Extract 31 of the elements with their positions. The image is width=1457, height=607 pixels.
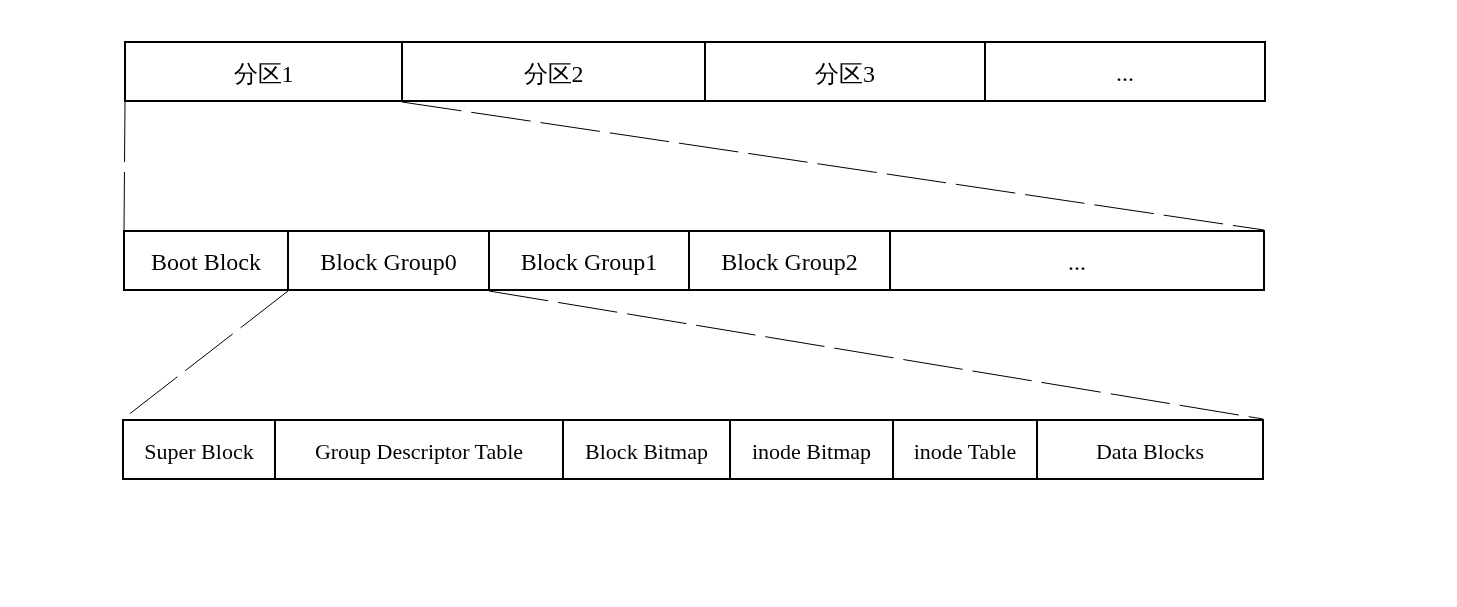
- segment-label: Block Group0: [320, 249, 457, 276]
- segment-cell: [274, 419, 564, 480]
- segment-cell: [122, 419, 276, 480]
- segment-cell: [1036, 419, 1264, 480]
- segment-label: 分区3: [815, 59, 875, 89]
- segment-cell: [984, 41, 1266, 102]
- segment-label: inode Table: [913, 438, 1017, 465]
- segment-cell: [124, 41, 403, 102]
- segment-cell: [704, 41, 986, 102]
- segment-label: Super Block: [144, 438, 254, 465]
- segment-label: Boot Block: [151, 249, 261, 276]
- segment-cell: [889, 230, 1265, 291]
- segment-label: ...: [1068, 249, 1086, 276]
- segment-label: inode Bitmap: [751, 438, 872, 465]
- segment-label: 分区2: [523, 59, 584, 89]
- segment-cell: [123, 230, 289, 291]
- dashed-connector: [123, 101, 126, 231]
- segment-label: Group Descriptor Table: [314, 438, 524, 465]
- segment-label: Block Group2: [721, 249, 858, 276]
- segment-cell: [688, 230, 891, 291]
- segment-cell: [488, 230, 690, 291]
- segment-cell: [729, 419, 894, 480]
- segment-cell: [562, 419, 731, 480]
- segment-cell: [401, 41, 706, 102]
- segment-cell: [287, 230, 490, 291]
- segment-label: Block Group1: [520, 249, 658, 276]
- segment-cell: [892, 419, 1038, 480]
- segment-label: ...: [1116, 60, 1134, 87]
- segment-label: Block Bitmap: [585, 438, 708, 465]
- segment-label: 分区1: [233, 59, 294, 89]
- segment-label: Data Blocks: [1095, 438, 1205, 465]
